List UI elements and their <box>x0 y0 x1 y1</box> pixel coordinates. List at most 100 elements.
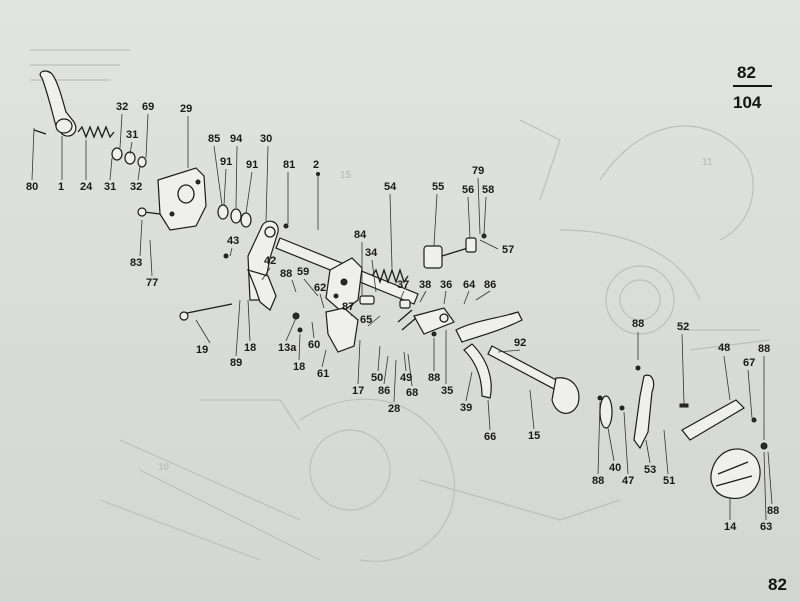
part-label: 35 <box>441 385 453 397</box>
part-label: 49 <box>400 372 412 384</box>
leader-line <box>607 427 615 462</box>
part-label: 69 <box>142 101 154 113</box>
part-label: 91 <box>246 159 258 171</box>
leader-line <box>463 290 470 305</box>
part-label: 88 <box>280 268 292 280</box>
leader-line <box>623 411 629 475</box>
part-label: 67 <box>743 357 755 369</box>
part-label: 47 <box>622 475 634 487</box>
part-label: 65 <box>360 314 372 326</box>
leader-line <box>195 319 211 344</box>
leader-line <box>245 171 253 214</box>
part-label: 92 <box>514 337 526 349</box>
part-label: 66 <box>484 431 496 443</box>
leader-line <box>767 451 773 505</box>
leader-line <box>298 333 301 361</box>
leader-line <box>247 299 251 342</box>
part-label: 87 <box>342 301 354 313</box>
part-label: 58 <box>482 184 494 196</box>
bracket-plate-drawing <box>157 167 207 231</box>
part-label: 64 <box>463 279 476 291</box>
leader-line <box>477 177 481 235</box>
part-label: 91 <box>220 156 232 168</box>
page-ref-bottom: 104 <box>733 93 762 112</box>
leader-line <box>497 349 521 353</box>
page-ref-top: 82 <box>737 63 756 82</box>
part-label: 42 <box>264 255 276 267</box>
part-label: 28 <box>388 403 400 415</box>
part-label: 36 <box>440 279 452 291</box>
ghost-label: 15 <box>340 170 352 181</box>
part-label: 1 <box>58 181 64 193</box>
leader-line <box>119 113 123 149</box>
part-label: 38 <box>419 279 431 291</box>
leader-line <box>261 267 271 281</box>
part-label: 83 <box>130 257 142 269</box>
leader-line <box>663 429 669 475</box>
part-label: 30 <box>260 133 272 145</box>
part-label: 51 <box>663 475 675 487</box>
part-label: 54 <box>384 181 397 193</box>
leader-line <box>137 165 141 181</box>
leader-line <box>399 290 405 301</box>
leader-line <box>389 193 393 269</box>
leader-line <box>149 239 153 277</box>
leader-line <box>139 219 143 257</box>
leader-line <box>371 259 377 293</box>
part-drawings <box>33 70 768 499</box>
leader-line <box>529 389 535 430</box>
part-label: 77 <box>146 277 158 289</box>
leader-line <box>465 371 473 402</box>
cam-drawing <box>710 448 761 499</box>
leader-line <box>483 196 487 235</box>
leader-line <box>747 369 753 419</box>
leader-line <box>407 353 413 387</box>
part-label: 24 <box>80 181 93 193</box>
part-label: 2 <box>313 159 319 171</box>
leader-line <box>319 293 325 309</box>
leader-line <box>223 168 227 206</box>
leader-line <box>311 321 315 339</box>
part-label: 88 <box>632 318 644 330</box>
leader-line <box>321 349 327 368</box>
leader-line <box>597 401 601 475</box>
leader-line <box>145 113 149 159</box>
leader-line <box>303 278 319 297</box>
part-label: 63 <box>760 521 772 533</box>
leader-line <box>213 145 223 206</box>
part-label: 88 <box>592 475 604 487</box>
leader-line <box>467 196 471 239</box>
leader-line <box>235 299 241 357</box>
leader-line <box>479 239 499 250</box>
leader-line <box>487 399 491 431</box>
part-label: 53 <box>644 464 656 476</box>
leader-line <box>229 247 233 257</box>
part-label: 19 <box>196 344 208 356</box>
leader-line <box>393 359 397 403</box>
part-label: 18 <box>293 361 305 373</box>
part-label: 17 <box>352 385 364 397</box>
part-label: 79 <box>472 165 484 177</box>
leader-line <box>31 127 35 181</box>
leader-lines <box>31 113 773 521</box>
part-label: 88 <box>767 505 779 517</box>
part-label: 29 <box>180 103 192 115</box>
leader-line <box>723 355 731 401</box>
part-label: 81 <box>283 159 295 171</box>
part-label: 50 <box>371 372 383 384</box>
part-label: 84 <box>354 229 367 241</box>
part-label: 59 <box>297 266 309 278</box>
part-label: 57 <box>502 244 514 256</box>
leader-line <box>681 333 685 405</box>
leader-line <box>433 193 438 247</box>
part-label: 39 <box>460 402 472 414</box>
part-label: 40 <box>609 462 621 474</box>
part-label: 80 <box>26 181 38 193</box>
part-label: 88 <box>758 343 770 355</box>
page-reference: 82 104 <box>733 63 772 112</box>
part-label: 86 <box>484 279 496 291</box>
part-label: 55 <box>432 181 444 193</box>
ghost-label: 11 <box>702 157 713 168</box>
